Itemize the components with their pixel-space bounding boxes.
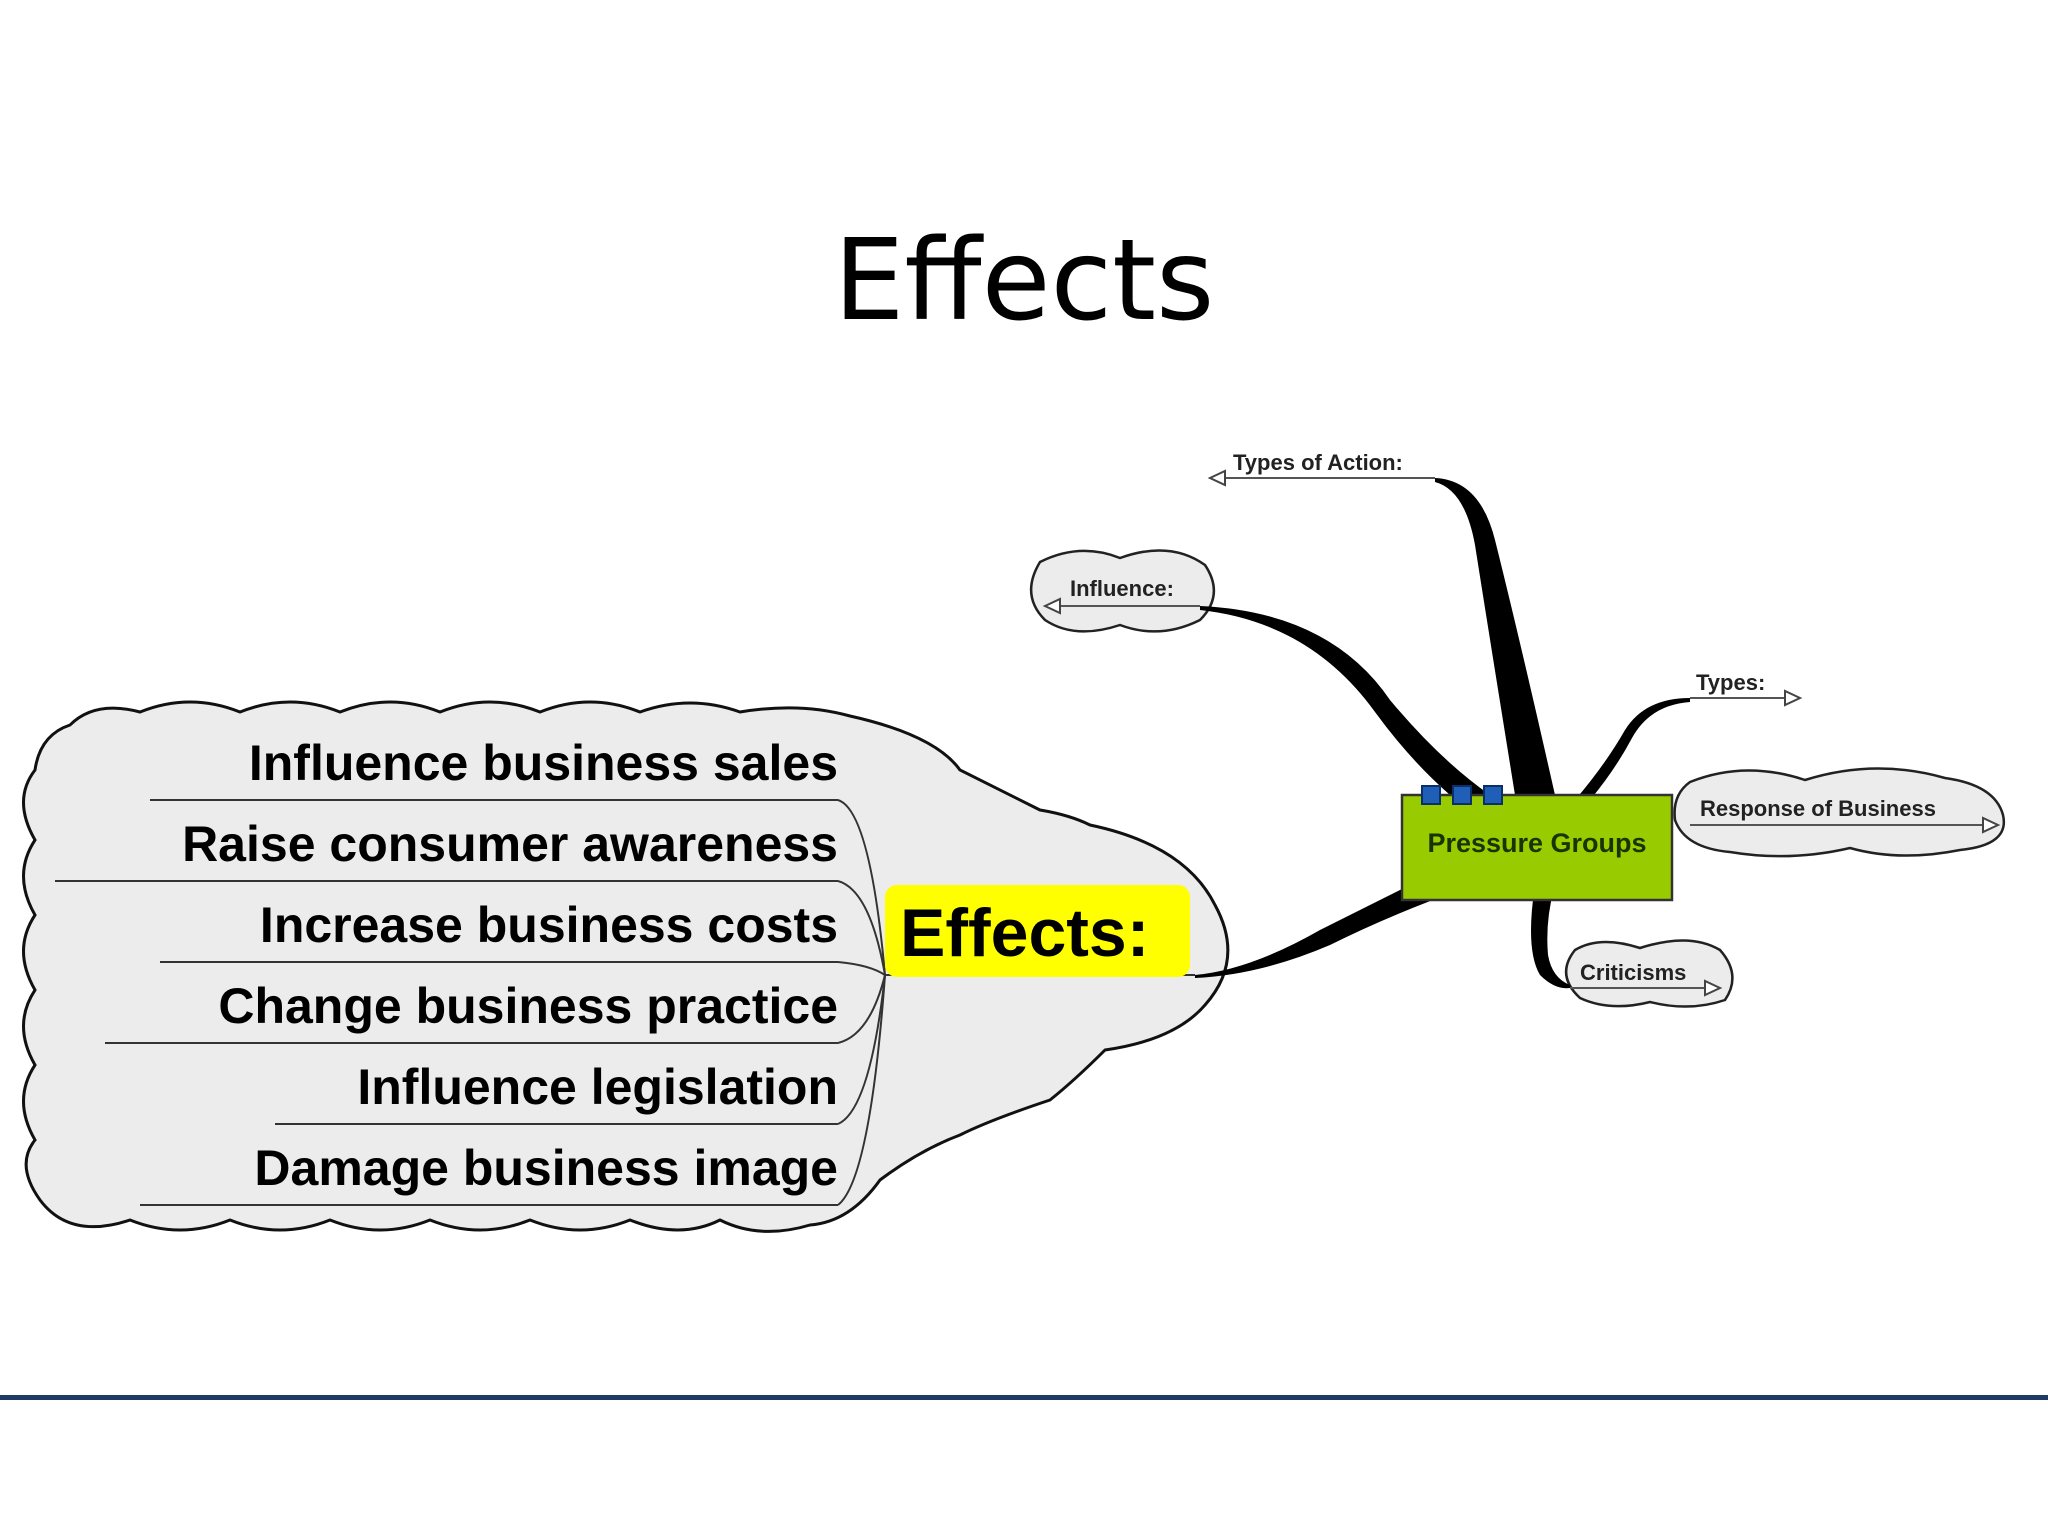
branch-label-criticisms: Criticisms — [1580, 960, 1686, 985]
bottom-divider — [0, 1395, 2048, 1400]
effect-item: Increase business costs — [260, 897, 838, 953]
effects-label: Effects: — [900, 895, 1149, 971]
effect-item: Raise consumer awareness — [182, 816, 838, 872]
tab-2-icon — [1452, 785, 1472, 805]
branch-effects — [1195, 880, 1460, 978]
branch-label-response: Response of Business — [1700, 796, 1936, 821]
influence-cloud — [1029, 549, 1216, 633]
branch-types — [1575, 698, 1690, 800]
response-cloud — [1673, 767, 2006, 858]
effect-item: Influence business sales — [249, 735, 838, 791]
effect-item: Damage business image — [254, 1140, 838, 1196]
central-topic-label: Pressure Groups — [1427, 828, 1646, 858]
effects-highlight — [885, 885, 1190, 977]
branch-types-of-action — [1435, 478, 1555, 795]
effect-item: Influence legislation — [357, 1059, 838, 1115]
effects-cloud — [22, 700, 1230, 1233]
branch-influence — [1200, 606, 1490, 795]
slide-title: Effects — [833, 216, 1215, 346]
branch-label-types-of-action: Types of Action: — [1233, 450, 1403, 475]
effect-item: Change business practice — [218, 978, 838, 1034]
tab-1-icon — [1421, 785, 1441, 805]
branch-label-types: Types: — [1696, 670, 1765, 695]
criticisms-cloud — [1565, 939, 1734, 1008]
central-topic-box — [1400, 793, 1674, 902]
branch-label-influence: Influence: — [1070, 576, 1174, 601]
branch-criticisms — [1531, 885, 1570, 989]
tab-3-icon — [1483, 785, 1503, 805]
